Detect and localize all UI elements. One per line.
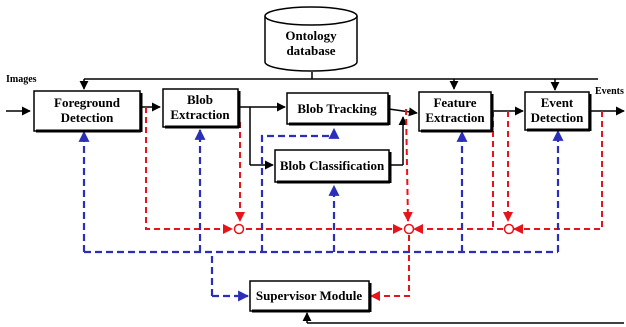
event-detection-line1: Event bbox=[541, 95, 574, 110]
module-blob-tracking: Blob Tracking bbox=[286, 92, 391, 126]
event-detection-line2: Detection bbox=[531, 110, 584, 125]
feature-extraction-line2: Extraction bbox=[425, 110, 485, 125]
junction-1 bbox=[233, 223, 245, 235]
blob-tracking-label: Blob Tracking bbox=[297, 101, 377, 116]
database-line1: Ontology bbox=[285, 28, 337, 43]
foreground-line1: Foreground bbox=[54, 95, 121, 110]
control-arrows bbox=[78, 127, 564, 302]
blob-extraction-line2: Extraction bbox=[170, 107, 230, 122]
supervisor-label: Supervisor Module bbox=[256, 288, 363, 303]
events-output-label: Events bbox=[595, 86, 624, 97]
feedback-arrows bbox=[145, 107, 603, 301]
ontology-database: Ontology database bbox=[264, 6, 358, 72]
module-blob-extraction: Blob Extraction bbox=[162, 88, 241, 129]
module-supervisor: Supervisor Module bbox=[249, 280, 372, 313]
module-feature-extraction: Feature Extraction bbox=[418, 91, 494, 133]
foreground-line2: Detection bbox=[61, 110, 114, 125]
module-event-detection: Event Detection bbox=[524, 91, 592, 132]
junction-3 bbox=[503, 223, 515, 235]
module-foreground-detection: Foreground Detection bbox=[33, 90, 143, 133]
blob-classification-label: Blob Classification bbox=[280, 158, 385, 173]
module-blob-classification: Blob Classification bbox=[274, 149, 392, 184]
images-input-label: Images bbox=[6, 74, 37, 85]
blob-extraction-line1: Blob bbox=[187, 92, 213, 107]
junction-2 bbox=[403, 223, 415, 235]
feature-extraction-line1: Feature bbox=[433, 95, 476, 110]
database-line2: database bbox=[286, 43, 335, 58]
